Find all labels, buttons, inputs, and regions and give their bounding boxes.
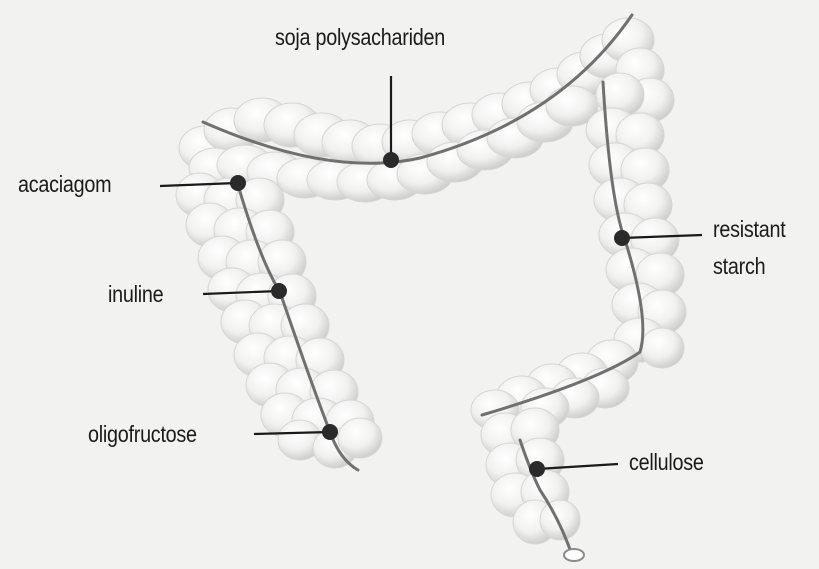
colon-bead — [540, 500, 580, 540]
marker-soja — [383, 152, 399, 168]
marker-inuline — [271, 283, 287, 299]
marker-acaciagom — [230, 175, 246, 191]
label-cellulose: cellulose — [629, 449, 704, 476]
label-soja-polysachariden: soja polysachariden — [275, 24, 445, 51]
label-resistant: resistant — [713, 216, 785, 243]
label-acaciagom: acaciagom — [18, 171, 111, 198]
rectum-opening — [564, 549, 584, 561]
label-oligofructose: oligofructose — [88, 421, 197, 448]
label-inuline: inuline — [108, 281, 163, 308]
colon-bead — [640, 328, 684, 368]
marker-resistant — [614, 230, 630, 246]
colon-bead — [338, 418, 382, 458]
label-starch: starch — [713, 253, 765, 280]
marker-oligofructose — [322, 424, 338, 440]
marker-cellulose — [529, 461, 545, 477]
